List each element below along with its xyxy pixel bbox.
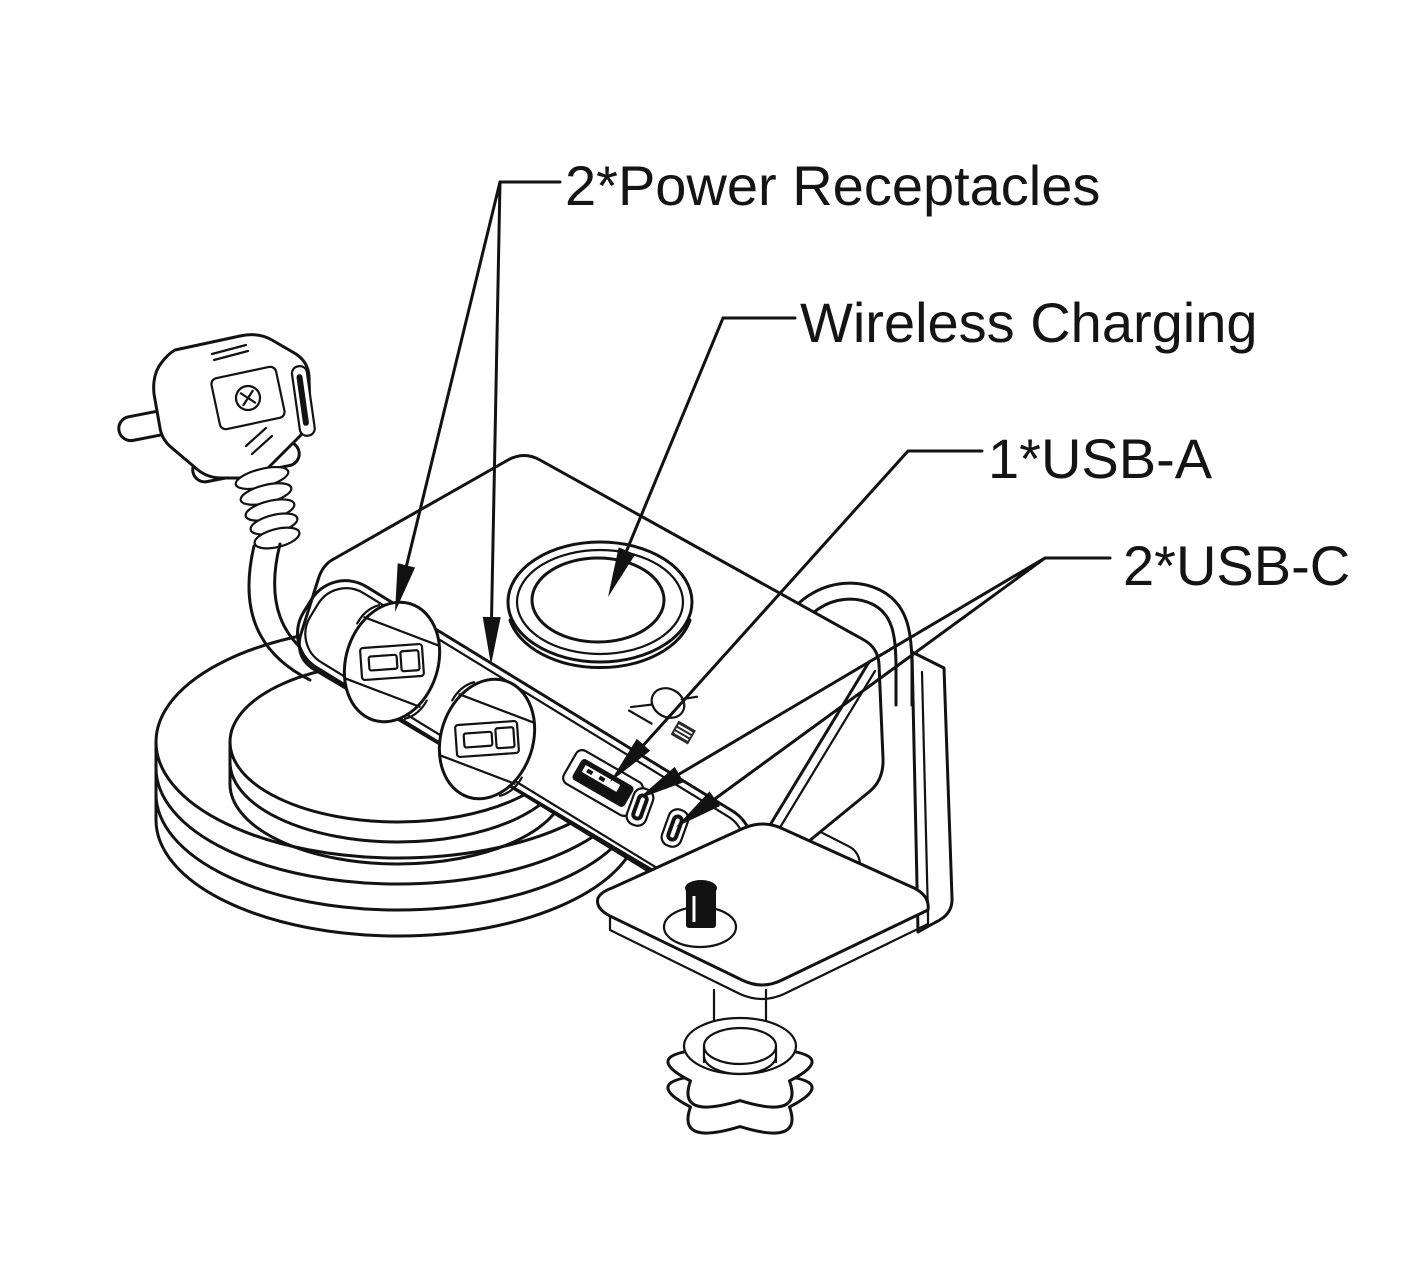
arrowhead-receptacle-1 <box>395 563 416 612</box>
arrowhead-receptacle-2 <box>482 616 501 665</box>
clamp-bottom <box>596 822 930 1135</box>
power-receptacle-2 <box>437 677 537 801</box>
arrowhead-wireless <box>608 547 636 597</box>
arrowhead-usb-c-1 <box>638 766 684 799</box>
power-strip-body <box>296 454 885 906</box>
clamp-screw <box>685 880 717 928</box>
label-usb-c: 2*USB-C <box>1123 534 1350 597</box>
power-receptacle-1 <box>342 600 442 724</box>
eu-schuko-plug <box>117 333 332 682</box>
label-usb-a: 1*USB-A <box>988 427 1213 490</box>
label-wireless-charging: Wireless Charging <box>800 291 1258 354</box>
arrowhead-usb-c-2 <box>676 791 721 827</box>
qi-logo <box>627 687 699 745</box>
callout-labels: 2*Power Receptacles Wireless Charging 1*… <box>565 154 1350 597</box>
callout-leaders <box>395 180 1112 827</box>
usb-c-port-1 <box>625 787 655 827</box>
usb-a-port <box>562 749 644 817</box>
cable-strain-relief <box>234 465 301 550</box>
plug-side-latch <box>290 365 316 437</box>
plug-screw-detail <box>210 365 286 431</box>
wireless-charging-pad <box>506 540 694 670</box>
usb-c-port-2 <box>660 808 690 848</box>
arrowhead-usb-a <box>610 738 651 782</box>
clamp-thumb-knob <box>666 1016 814 1135</box>
label-power-receptacles: 2*Power Receptacles <box>565 154 1100 217</box>
